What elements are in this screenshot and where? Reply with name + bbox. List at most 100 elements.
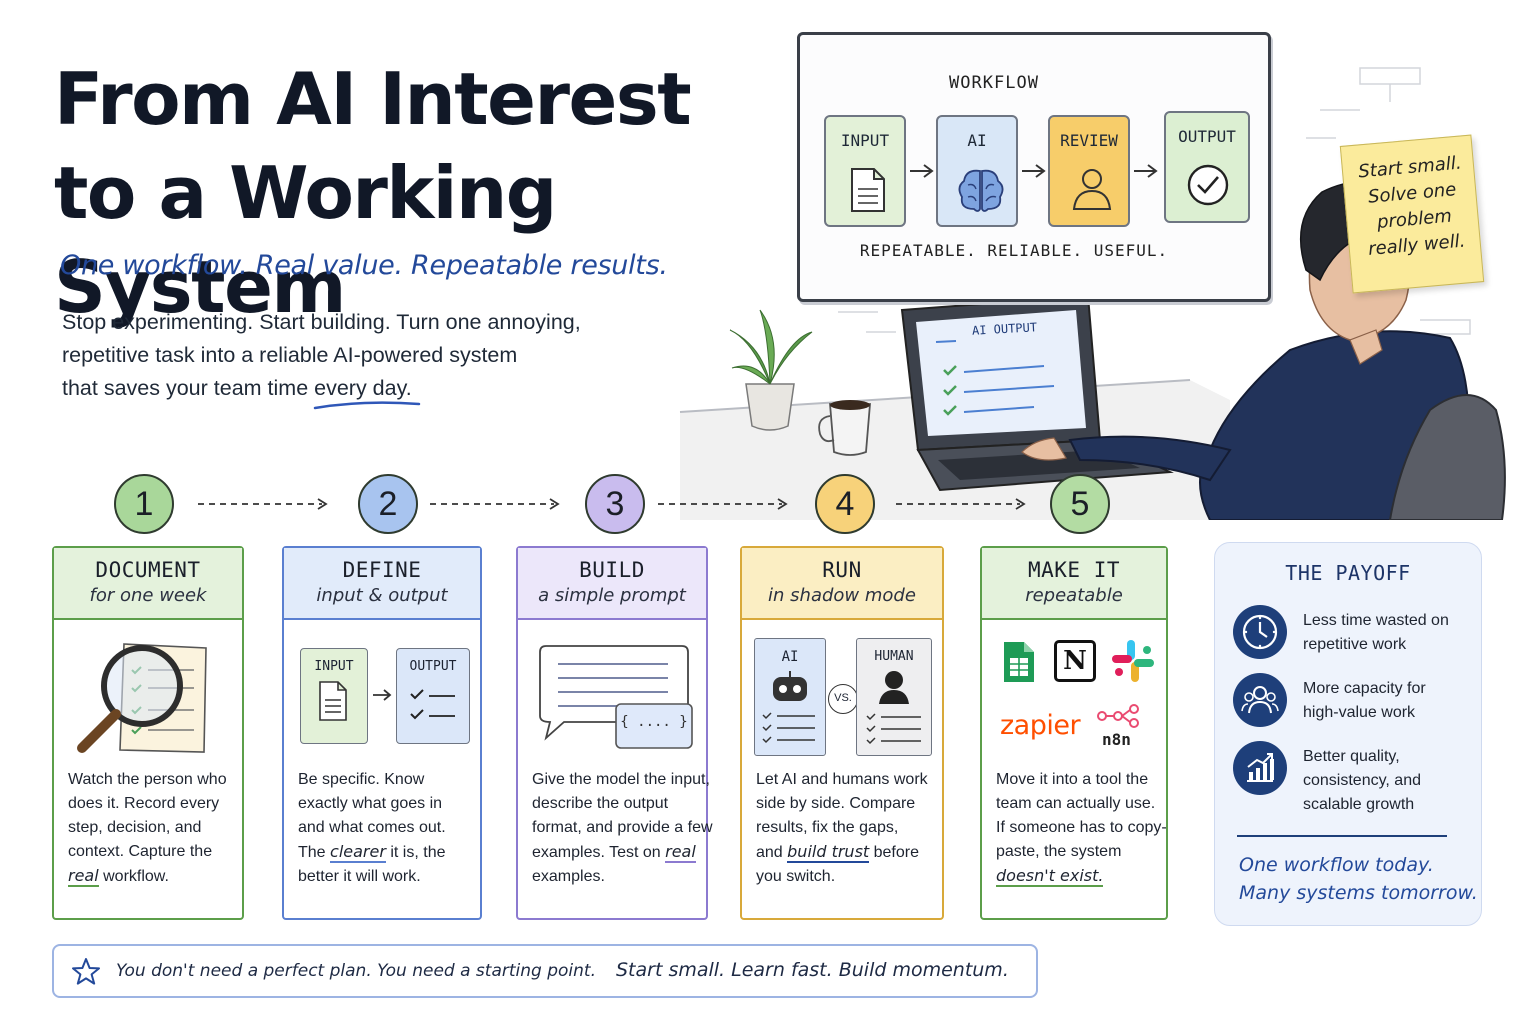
payoff-item-text: Better quality, consistency, and scalabl… bbox=[1303, 745, 1421, 817]
dashed-arrow-icon bbox=[658, 498, 788, 510]
card-subtitle: a simple prompt bbox=[538, 585, 686, 606]
card-subtitle: input & output bbox=[316, 585, 448, 606]
page-title: From AI Interest to a Working System bbox=[54, 52, 794, 334]
card-text-fragment: and bbox=[756, 844, 788, 861]
card-text-line: describe the output bbox=[532, 795, 669, 812]
card-text-line: context. Capture the bbox=[68, 843, 213, 860]
payoff-closing-line: One workflow today. bbox=[1239, 854, 1434, 876]
dashed-arrow-icon bbox=[896, 498, 1026, 510]
card-text-line: Let AI and humans work bbox=[756, 771, 928, 788]
workflow-stage-input: INPUT bbox=[824, 115, 906, 227]
person-icon bbox=[866, 671, 921, 745]
card-title: RUN bbox=[822, 558, 862, 582]
coffee-mug-icon bbox=[818, 400, 871, 456]
payoff-closing-line: Many systems tomorrow. bbox=[1239, 882, 1478, 904]
card-text-fragment: examples. Test on bbox=[532, 844, 666, 861]
step-number-5: 5 bbox=[1050, 474, 1110, 534]
zapier-logo: zapier bbox=[1000, 710, 1081, 741]
card-text-line: examples. bbox=[532, 868, 605, 885]
payoff-text-line: repetitive work bbox=[1303, 636, 1407, 653]
payoff-item-capacity: More capacity for high-value work bbox=[1233, 673, 1473, 733]
card-header: DEFINE input & output bbox=[284, 548, 480, 620]
intro-line-3: that saves your team time every day. bbox=[62, 376, 412, 400]
card-text-line: Be specific. Know bbox=[298, 771, 425, 788]
card-header: MAKE IT repeatable bbox=[982, 548, 1166, 620]
footer-motto: Start small. Learn fast. Build momentum. bbox=[616, 959, 1009, 981]
payoff-title: THE PAYOFF bbox=[1285, 561, 1411, 585]
card-text-line: exactly what goes in bbox=[298, 795, 443, 812]
card-text-line: format, and provide a few bbox=[532, 819, 713, 836]
card-text-fragment: workflow. bbox=[98, 868, 169, 885]
card-text-line: results, fix the gaps, bbox=[756, 819, 899, 836]
growth-chart-icon bbox=[1233, 741, 1287, 795]
card-text-line: paste, the system bbox=[996, 843, 1122, 860]
star-icon bbox=[72, 958, 100, 985]
plant-icon bbox=[729, 309, 813, 431]
document-icon bbox=[851, 168, 885, 212]
people-icon bbox=[1233, 673, 1287, 727]
emphasis-word: clearer bbox=[330, 842, 386, 863]
card-title: MAKE IT bbox=[1027, 558, 1120, 582]
workflow-stage-label: INPUT bbox=[840, 131, 890, 150]
card-text-line: Watch the person who bbox=[68, 771, 227, 788]
wall-bricks bbox=[838, 67, 1471, 335]
payoff-item-time: Less time wasted on repetitive work bbox=[1233, 605, 1473, 665]
dashed-arrow-icon bbox=[430, 498, 560, 510]
card-title: DEFINE bbox=[342, 558, 422, 582]
notion-icon: N bbox=[1054, 640, 1096, 682]
payoff-divider bbox=[1237, 835, 1447, 837]
step-number-4: 4 bbox=[815, 474, 875, 534]
card-text-line: you switch. bbox=[756, 868, 836, 885]
workflow-stage-output: OUTPUT bbox=[1164, 111, 1250, 223]
illo-ai-panel: AI bbox=[754, 638, 826, 756]
whiteboard-caption: REPEATABLE. RELIABLE. USEFUL. bbox=[859, 241, 1169, 260]
payoff-item-text: Less time wasted on repetitive work bbox=[1303, 609, 1449, 657]
payoff-text-line: consistency, and bbox=[1303, 772, 1421, 789]
card-header: DOCUMENT for one week bbox=[54, 548, 242, 620]
intro-line-2: repetitive task into a reliable AI-power… bbox=[62, 343, 518, 367]
n8n-graph-icon bbox=[1097, 704, 1139, 728]
card-description: Give the model the input, describe the o… bbox=[518, 768, 713, 889]
card-text-line: does it. Record every bbox=[68, 795, 220, 812]
illo-input-label: INPUT bbox=[314, 659, 354, 674]
payoff-panel: THE PAYOFF Less time wasted on repetitiv… bbox=[1214, 542, 1482, 926]
whiteboard-title: WORKFLOW bbox=[949, 73, 1039, 93]
chat-prompt-icon bbox=[539, 645, 693, 749]
workflow-arrow-icon bbox=[910, 164, 934, 178]
footer-message: You don't need a perfect plan. You need … bbox=[116, 961, 596, 981]
card-text-line: The clearer it is, the bbox=[298, 840, 466, 865]
checklist-icon bbox=[410, 689, 455, 720]
card-text-line: real workflow. bbox=[68, 864, 228, 889]
document-icon bbox=[319, 681, 347, 721]
scene-illustration: WORKFLOW INPUT AI REVIEW bbox=[670, 20, 1536, 520]
card-text-line: and build trust before bbox=[756, 840, 928, 865]
illo-output-label: OUTPUT bbox=[409, 659, 457, 674]
card-text-fragment: The bbox=[298, 844, 331, 861]
card-text-line: side by side. Compare bbox=[756, 795, 916, 812]
checkmark-icon bbox=[1187, 164, 1229, 206]
slack-icon bbox=[1112, 640, 1154, 682]
sticky-note: Start small. Solve one problem really we… bbox=[1339, 134, 1485, 294]
card-subtitle: repeatable bbox=[1025, 585, 1123, 606]
payoff-closing: One workflow today. Many systems tomorro… bbox=[1239, 851, 1478, 907]
illo-human-label: HUMAN bbox=[874, 649, 914, 664]
card-description: Be specific. Know exactly what goes in a… bbox=[284, 768, 480, 889]
card-description: Move it into a tool the team can actuall… bbox=[982, 768, 1167, 889]
emphasis-word: real bbox=[665, 842, 696, 863]
card-title: DOCUMENT bbox=[95, 558, 201, 582]
workflow-stage-label: OUTPUT bbox=[1178, 127, 1236, 146]
clock-icon bbox=[1233, 605, 1287, 659]
workflow-stage-label: REVIEW bbox=[1060, 131, 1118, 150]
card-description: Watch the person who does it. Record eve… bbox=[54, 768, 242, 889]
illo-input-box: INPUT bbox=[300, 648, 368, 744]
card-subtitle: for one week bbox=[89, 585, 207, 606]
step-number-2: 2 bbox=[358, 474, 418, 534]
card-text-line: step, decision, and bbox=[68, 819, 202, 836]
google-sheets-icon bbox=[1004, 642, 1034, 682]
dashed-arrow-icon bbox=[198, 498, 328, 510]
card-text-line: doesn't exist. bbox=[996, 864, 1152, 889]
payoff-text-line: scalable growth bbox=[1303, 796, 1415, 813]
emphasis-word: build trust bbox=[787, 842, 870, 863]
payoff-text-line: Better quality, bbox=[1303, 748, 1400, 765]
chair-icon bbox=[1388, 394, 1506, 520]
